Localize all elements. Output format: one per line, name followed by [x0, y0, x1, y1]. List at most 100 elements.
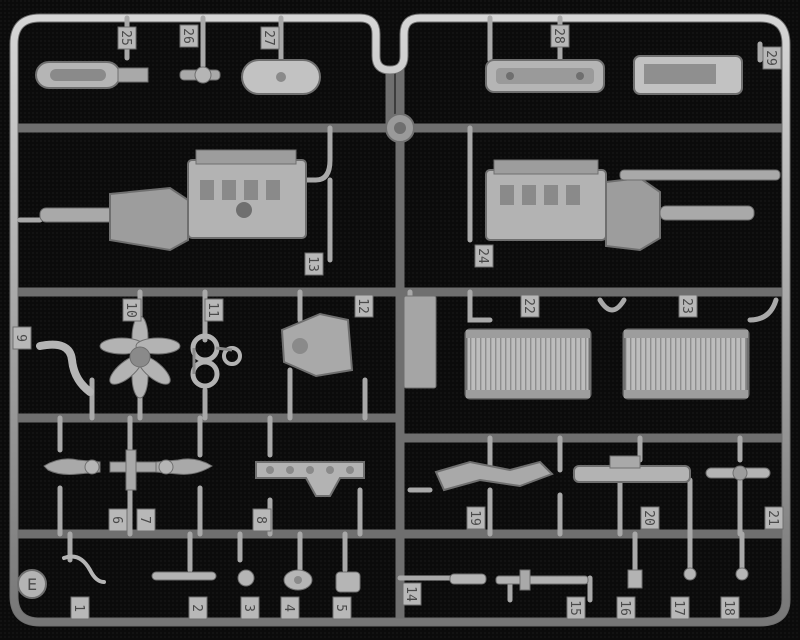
- part-number-label: 6: [109, 516, 124, 524]
- part-number-tag: 18: [720, 596, 740, 620]
- filter-part: [735, 567, 749, 581]
- part-number-tag: 10: [122, 298, 142, 322]
- part-number-tag-plate: [474, 244, 494, 268]
- engine-block-left-part: [39, 149, 307, 252]
- part-number-tag: 7: [136, 508, 156, 532]
- part-number-tag-plate: [402, 582, 422, 606]
- part-number-tag-plate: [616, 596, 636, 620]
- part-number-label: 29: [763, 50, 778, 66]
- part-number-tag-plate: [762, 46, 782, 70]
- part-number-tag: 19: [466, 506, 486, 530]
- part-number-label: 8: [253, 516, 268, 524]
- fan-part: [99, 315, 181, 399]
- part-number-tag-plate: [720, 596, 740, 620]
- engine-mount-right-part: [155, 458, 213, 475]
- hose-part: [36, 340, 94, 396]
- part-number-label: 3: [241, 604, 256, 612]
- part-number-tag: 11: [204, 298, 224, 322]
- part-number-tag: 28: [550, 24, 570, 48]
- part-number-tag: 23: [678, 294, 698, 318]
- part-number-tag-plate: [240, 596, 260, 620]
- oil-cap-part: [683, 567, 697, 581]
- fan-belt-part: [190, 333, 242, 389]
- part-number-tag: 14: [402, 582, 422, 606]
- part-number-tag: 16: [616, 596, 636, 620]
- starter-part: [335, 571, 361, 593]
- part-number-tag: 4: [280, 596, 300, 620]
- part-number-tag: 2: [188, 596, 208, 620]
- part-number-tag-plate: [108, 508, 128, 532]
- exhaust-manifold-part: [255, 461, 365, 497]
- oil-pan-part: [633, 55, 743, 95]
- part-number-label: 22: [521, 298, 536, 314]
- blank-plate: [403, 295, 437, 389]
- part-number-tag-plate: [122, 298, 142, 322]
- part-number-tag: 15: [566, 596, 586, 620]
- part-number-tag-plate: [332, 596, 352, 620]
- part-number-label: 24: [475, 248, 490, 264]
- bracket-part: [705, 465, 771, 481]
- part-number-tag: 25: [117, 26, 137, 50]
- part-number-label: 11: [205, 302, 220, 318]
- part-number-tag-plate: [304, 252, 324, 276]
- part-number-tag-plate: [204, 298, 224, 322]
- part-number-tag: 27: [260, 26, 280, 50]
- small-bracket-part: [627, 569, 643, 589]
- part-number-label: 1: [71, 604, 86, 612]
- part-number-label: 13: [305, 256, 320, 272]
- part-number-tag-plate: [550, 24, 570, 48]
- part-number-tag-plate: [466, 506, 486, 530]
- sprue-letter-badge: E: [17, 569, 47, 599]
- part-number-tag-plate: [764, 506, 784, 530]
- radiator-left-part: [464, 328, 592, 400]
- part-number-tag-plate: [12, 326, 32, 350]
- part-number-label: 2: [189, 604, 204, 612]
- rocker-cover-part: [485, 59, 605, 93]
- part-number-tag: 1: [70, 596, 90, 620]
- part-number-tag: 3: [240, 596, 260, 620]
- air-cleaner-part: [35, 61, 149, 89]
- intake-pipe-part: [179, 66, 221, 84]
- fuel-rail-part: [151, 571, 217, 581]
- distributor-part: [237, 569, 255, 587]
- part-number-label: 17: [671, 600, 686, 616]
- radiator-right-part: [622, 328, 750, 400]
- air-cleaner-lid-part: [241, 59, 321, 95]
- engine-mount-left-part: [43, 458, 101, 475]
- part-number-label: 7: [137, 516, 152, 524]
- part-number-label: 28: [551, 28, 566, 44]
- part-number-tag-plate: [520, 294, 540, 318]
- part-number-tag: 17: [670, 596, 690, 620]
- part-number-tag-plate: [136, 508, 156, 532]
- part-number-tag: 26: [179, 24, 199, 48]
- sprue-letter: E: [27, 575, 37, 594]
- part-number-tag-plate: [252, 508, 272, 532]
- sprue-hub: [385, 113, 415, 143]
- crossmember-part: [434, 460, 554, 492]
- part-number-label: 9: [13, 334, 28, 342]
- part-number-label: 25: [118, 30, 133, 46]
- part-number-label: 21: [765, 510, 780, 526]
- part-number-label: 26: [180, 28, 195, 44]
- part-number-tag: 5: [332, 596, 352, 620]
- linkage-part: [495, 569, 589, 591]
- part-number-label: 27: [261, 30, 276, 46]
- part-number-tag-plate: [280, 596, 300, 620]
- part-number-label: 23: [679, 298, 694, 314]
- part-number-label: 14: [403, 586, 418, 602]
- part-number-tag-plate: [678, 294, 698, 318]
- timing-cover-part: [280, 312, 354, 378]
- part-number-label: 12: [355, 298, 370, 314]
- part-number-tag: 12: [354, 294, 374, 318]
- engine-block-right-part: [485, 159, 781, 252]
- part-number-tag: 8: [252, 508, 272, 532]
- part-number-tag: 20: [640, 506, 660, 530]
- part-number-tag-plate: [70, 596, 90, 620]
- part-number-tag-plate: [670, 596, 690, 620]
- pump-part: [283, 569, 313, 591]
- part-number-label: 20: [641, 510, 656, 526]
- part-number-label: 19: [467, 510, 482, 526]
- part-number-tag-plate: [566, 596, 586, 620]
